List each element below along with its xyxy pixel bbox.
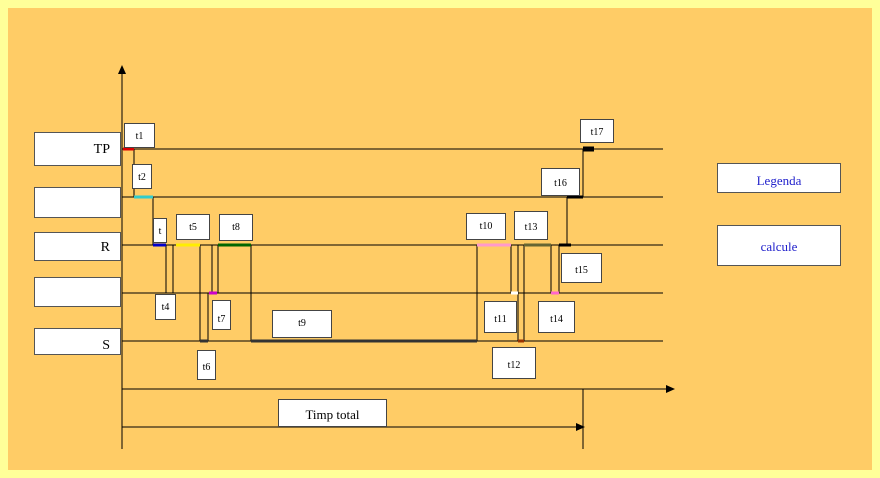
time-label-t8: t8 xyxy=(219,214,253,241)
time-label-t1: t1 xyxy=(124,123,155,148)
time-label-t14: t14 xyxy=(538,301,575,333)
time-label-t9: t9 xyxy=(272,310,332,338)
step-path xyxy=(133,149,584,341)
time-label-t13: t13 xyxy=(514,211,548,240)
x-axis-arrow xyxy=(666,385,675,393)
time-label-t7: t7 xyxy=(212,300,231,330)
level-label-r: R xyxy=(34,232,121,261)
total-arrow-head xyxy=(576,423,585,431)
time-label-t3: t xyxy=(153,218,167,243)
level-label-4 xyxy=(34,277,121,307)
time-label-t16: t16 xyxy=(541,168,580,196)
y-axis-arrow xyxy=(118,65,126,74)
time-label-t11: t11 xyxy=(484,301,517,333)
legend-button[interactable]: Legenda xyxy=(717,163,841,193)
level-label-s: S xyxy=(34,328,121,355)
time-label-t17: t17 xyxy=(580,119,614,143)
time-label-t2: t2 xyxy=(132,164,152,189)
level-label-tp: TP xyxy=(34,132,121,166)
time-label-t5: t5 xyxy=(176,214,210,240)
time-label-t6: t6 xyxy=(197,350,216,380)
total-time-label: Timp total xyxy=(278,399,387,427)
time-label-t12: t12 xyxy=(492,347,536,379)
calculations-button[interactable]: calcule xyxy=(717,225,841,266)
level-label-2 xyxy=(34,187,121,218)
time-label-t10: t10 xyxy=(466,213,506,240)
time-label-t15: t15 xyxy=(561,253,602,283)
time-label-t4: t4 xyxy=(155,294,176,320)
